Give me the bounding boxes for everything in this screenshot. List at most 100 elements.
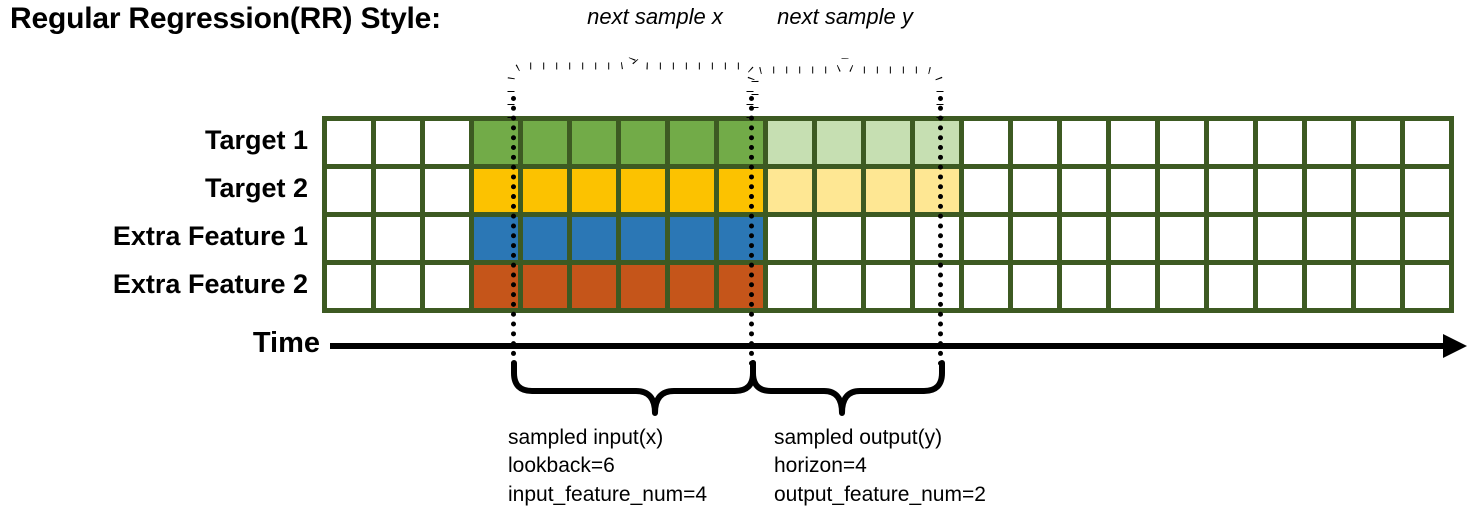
grid-cell-blank	[1062, 217, 1111, 265]
grid-table	[327, 121, 1449, 308]
grid-cell-blank	[1209, 265, 1258, 308]
row-label-target-1: Target 1	[8, 116, 308, 164]
grid-cell-blank	[376, 217, 425, 265]
grid-cell-output	[768, 169, 817, 217]
grid-cell-blank	[327, 121, 376, 169]
grid-cell-input	[523, 217, 572, 265]
grid-cell-blank	[1062, 121, 1111, 169]
grid-cell-blank	[1405, 169, 1449, 217]
grid-cell-blank	[1160, 169, 1209, 217]
row-label-extra-feature-2: Extra Feature 2	[8, 260, 308, 308]
row-label-column: Target 1 Target 2 Extra Feature 1 Extra …	[8, 116, 314, 308]
annotation-next-sample-y: next sample y	[777, 4, 913, 29]
grid-cell-output	[768, 265, 817, 308]
grid-cell-blank	[425, 121, 474, 169]
grid-cell-output	[866, 265, 915, 308]
grid-cell-blank	[1356, 217, 1405, 265]
grid-cell-blank	[1405, 265, 1449, 308]
caption-line-3: output_feature_num=2	[774, 482, 986, 506]
grid-cell-output	[768, 121, 817, 169]
grid-cell-input	[572, 265, 621, 308]
grid-cell-output	[817, 169, 866, 217]
grid-cell-blank	[1307, 217, 1356, 265]
caption-line-3: input_feature_num=4	[508, 482, 708, 506]
grid-cell-output	[817, 217, 866, 265]
grid-cell-blank	[1209, 169, 1258, 217]
grid-cell-input	[719, 265, 768, 308]
grid-cell-input	[572, 169, 621, 217]
grid-cell-output	[768, 217, 817, 265]
grid-cell-input	[523, 265, 572, 308]
grid-cell-input	[719, 217, 768, 265]
grid-cell-input	[621, 265, 670, 308]
grid-cell-blank	[1111, 265, 1160, 308]
caption-title: sampled input(x)	[508, 426, 664, 449]
guide-line-input-end	[749, 96, 754, 366]
grid-cell-output	[866, 121, 915, 169]
grid-cell-input	[670, 217, 719, 265]
grid-cell-blank	[1111, 169, 1160, 217]
grid-cell-blank	[1160, 265, 1209, 308]
grid-cell-input	[523, 169, 572, 217]
time-axis-arrow-icon	[1443, 334, 1467, 358]
grid-cell-blank	[1307, 169, 1356, 217]
caption-line-2: horizon=4	[774, 454, 867, 478]
grid-row	[327, 169, 1449, 217]
brace-sampled-input	[511, 360, 756, 416]
grid-cell-blank	[1258, 265, 1307, 308]
grid-cell-input	[670, 265, 719, 308]
grid-cell-blank	[1062, 169, 1111, 217]
grid-cell-input	[719, 121, 768, 169]
grid-row	[327, 217, 1449, 265]
grid-cell-blank	[1013, 121, 1062, 169]
grid-cell-blank	[1111, 121, 1160, 169]
guide-line-input-start	[511, 96, 516, 366]
grid-cell-blank	[1356, 121, 1405, 169]
caption-sampled-input: sampled input(x) lookback=6 input_featur…	[508, 424, 707, 509]
grid-cell-output	[866, 217, 915, 265]
grid-cell-blank	[1062, 265, 1111, 308]
grid-cell-blank	[376, 169, 425, 217]
time-axis-label: Time	[252, 327, 320, 359]
grid-cell-input	[523, 121, 572, 169]
grid-cell-input	[572, 121, 621, 169]
grid-cell-blank	[1405, 217, 1449, 265]
grid-cell-input	[621, 217, 670, 265]
grid-cell-blank	[327, 265, 376, 308]
annotation-next-sample-x: next sample x	[587, 4, 723, 29]
grid-cell-blank	[1209, 217, 1258, 265]
grid-cell-blank	[376, 265, 425, 308]
grid-cell-blank	[1258, 217, 1307, 265]
grid-cell-blank	[964, 121, 1013, 169]
guide-line-output-end	[938, 96, 943, 366]
grid-cell-input	[670, 121, 719, 169]
grid-cell-blank	[964, 217, 1013, 265]
grid-cell-blank	[964, 169, 1013, 217]
grid-cell-input	[572, 217, 621, 265]
grid-cell-blank	[1307, 121, 1356, 169]
grid-cell-blank	[1111, 217, 1160, 265]
grid-cell-blank	[327, 217, 376, 265]
grid-row	[327, 265, 1449, 308]
caption-title: sampled output(y)	[774, 426, 943, 449]
grid-cell-input	[719, 169, 768, 217]
row-label-text: Target 1	[204, 124, 308, 155]
grid-row	[327, 121, 1449, 169]
grid-cell-output	[817, 121, 866, 169]
time-axis-line	[330, 343, 1460, 349]
grid-cell-blank	[1258, 169, 1307, 217]
grid-cell-blank	[1160, 121, 1209, 169]
grid-cell-input	[670, 169, 719, 217]
grid-cell-output	[866, 169, 915, 217]
caption-line-2: lookback=6	[508, 454, 615, 478]
dotted-brace-next-sample-x	[507, 53, 759, 118]
page-title: Regular Regression(RR) Style:	[10, 2, 441, 35]
grid-cell-blank	[1160, 217, 1209, 265]
grid-cell-blank	[1013, 169, 1062, 217]
grid-cell-blank	[1307, 265, 1356, 308]
row-label-text: Target 2	[204, 172, 308, 203]
grid-cell-input	[621, 169, 670, 217]
grid-cell-blank	[1405, 121, 1449, 169]
grid-cell-blank	[327, 169, 376, 217]
